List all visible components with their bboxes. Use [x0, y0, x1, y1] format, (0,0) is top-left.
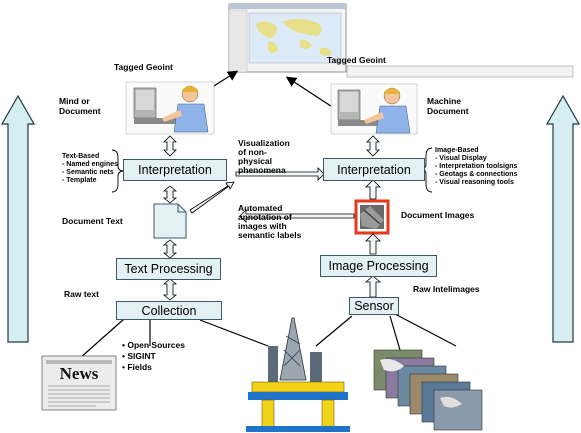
text-based-item: Named engines	[62, 161, 118, 169]
collection-source-lines	[79, 313, 457, 359]
collection-source-item: Open Sources	[122, 340, 185, 351]
image-based-heading: Image-Based	[435, 147, 479, 154]
arrow-doc-to-interp-right	[189, 181, 235, 214]
mind-human-right-line1: Machine	[427, 96, 462, 106]
automated-line1: Automated	[238, 203, 283, 213]
text-based-heading: Text-Based	[62, 153, 100, 160]
mind-human-left-label: Mind or Document	[59, 96, 101, 116]
interpretation-left-box: Interpretation	[123, 159, 227, 181]
visualization-line4: phenomena	[238, 165, 286, 175]
double-arrow-textproc-doc	[162, 239, 178, 259]
news-headline: News	[59, 364, 99, 383]
visualization-line1: Visualization	[238, 138, 290, 148]
person-at-computer-right	[330, 83, 418, 135]
automated-line3: images with	[238, 221, 287, 231]
newspaper-icon	[41, 355, 117, 411]
collection-box: Collection	[116, 301, 222, 320]
person-at-computer-left	[125, 81, 215, 135]
image-processing-box: Image Processing	[320, 255, 437, 277]
up-arrow-image-interp	[365, 179, 381, 200]
image-based-list: Image-Based Visual Display Interpretatio…	[435, 147, 517, 187]
map-window-screenshot	[228, 3, 574, 78]
arrow-image-to-text	[239, 209, 355, 223]
double-arrow-person-right-interp	[366, 135, 380, 157]
arrow-interp-left-to-right	[235, 167, 325, 181]
big-up-arrow-right	[545, 94, 581, 343]
double-arrow-doc-interp	[162, 185, 178, 204]
text-based-list: Text-Based Named engines Semantic nets T…	[62, 153, 118, 185]
mind-human-right-label: Machine Document	[427, 96, 469, 116]
text-based-item: Semantic nets	[62, 169, 118, 177]
visualization-line3: physical	[238, 156, 273, 166]
up-arrow-imgproc-doc	[365, 233, 381, 255]
sensor-box: Sensor	[349, 297, 399, 315]
collection-source-item: Fields	[122, 362, 185, 373]
image-based-item: Visual reasoning tools	[435, 179, 517, 187]
collection-sources-list: Open Sources SIGINT Fields	[122, 340, 185, 373]
satellite-image-stack	[373, 349, 483, 431]
automated-annotation-label: Automated annotation of images with sema…	[238, 204, 301, 240]
double-arrow-person-left-interp	[163, 135, 177, 157]
automated-line2: annotation of	[238, 212, 292, 222]
document-images-label: Document Images	[401, 210, 475, 220]
automated-line4: semantic labels	[238, 230, 302, 240]
mind-human-left-line2: Document	[59, 106, 101, 116]
up-arrow-sensor-imgproc	[364, 275, 382, 298]
text-based-item: Template	[62, 177, 118, 185]
image-based-item: Visual Display	[435, 155, 517, 163]
oil-rig-icon	[246, 317, 350, 432]
visualization-line2: of non-	[238, 147, 267, 157]
raw-image-label: Raw Intelimages	[413, 284, 480, 294]
visualization-label: Visualization of non- physical phenomena	[238, 139, 290, 175]
document-text-label: Document Text	[62, 216, 123, 226]
mind-human-left-line1: Mind or	[59, 96, 90, 106]
collection-source-item: SIGINT	[122, 351, 185, 362]
document-image-icon	[354, 199, 390, 235]
image-based-item: Interpretation toolsigns	[435, 163, 517, 171]
big-up-arrow-left	[0, 94, 36, 343]
double-arrow-collection-text	[162, 278, 178, 301]
tagged-geoint-right-label: Tagged Geoint	[327, 55, 386, 65]
interpretation-right-box: Interpretation	[323, 158, 425, 181]
text-processing-box: Text Processing	[116, 258, 221, 280]
raw-text-label: Raw text	[64, 289, 99, 299]
tagged-geoint-left-label: Tagged Geoint	[114, 62, 173, 72]
mind-human-right-line2: Document	[427, 106, 469, 116]
image-based-item: Geotags & connections	[435, 171, 517, 179]
document-icon	[153, 203, 187, 239]
